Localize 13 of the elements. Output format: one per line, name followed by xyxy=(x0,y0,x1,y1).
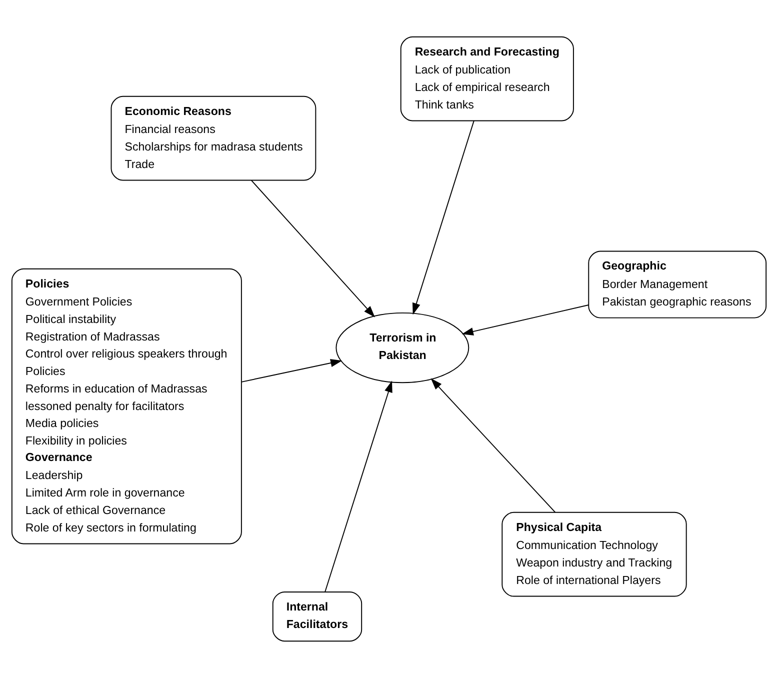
node-box: Economic Reasons Financial reasons Scholarships for madrasa students Trade xyxy=(110,95,316,180)
node-box: Research and Forecasting Lack of publication Lack of empirical research Think tanks xyxy=(400,36,574,121)
node-box: Internal Facilitators xyxy=(272,590,362,642)
node-box: Policies Government Policies Political instability Registration of Madrassas Control over religious speakers through Policies Reforms in education of Madrassas lessoned penalty for facilitators Media policies Flexibility in policies Governance Leadership Limited Arm role in governance Lack of ethical Governance Role of key sectors in formulating xyxy=(11,268,242,544)
node-box: Physical Capita Communication Technology Weapon industry and Tracking Role of international Players xyxy=(502,511,687,596)
arrow xyxy=(250,179,375,317)
arrow xyxy=(462,304,589,335)
arrow xyxy=(241,358,342,382)
arrow xyxy=(430,378,556,512)
node-ellipse: Terrorism in Pakistan xyxy=(336,312,470,383)
arrow xyxy=(412,120,474,314)
arrow xyxy=(324,380,392,592)
node-box: Geographic Border Management Pakistan geographic reasons xyxy=(588,250,767,318)
